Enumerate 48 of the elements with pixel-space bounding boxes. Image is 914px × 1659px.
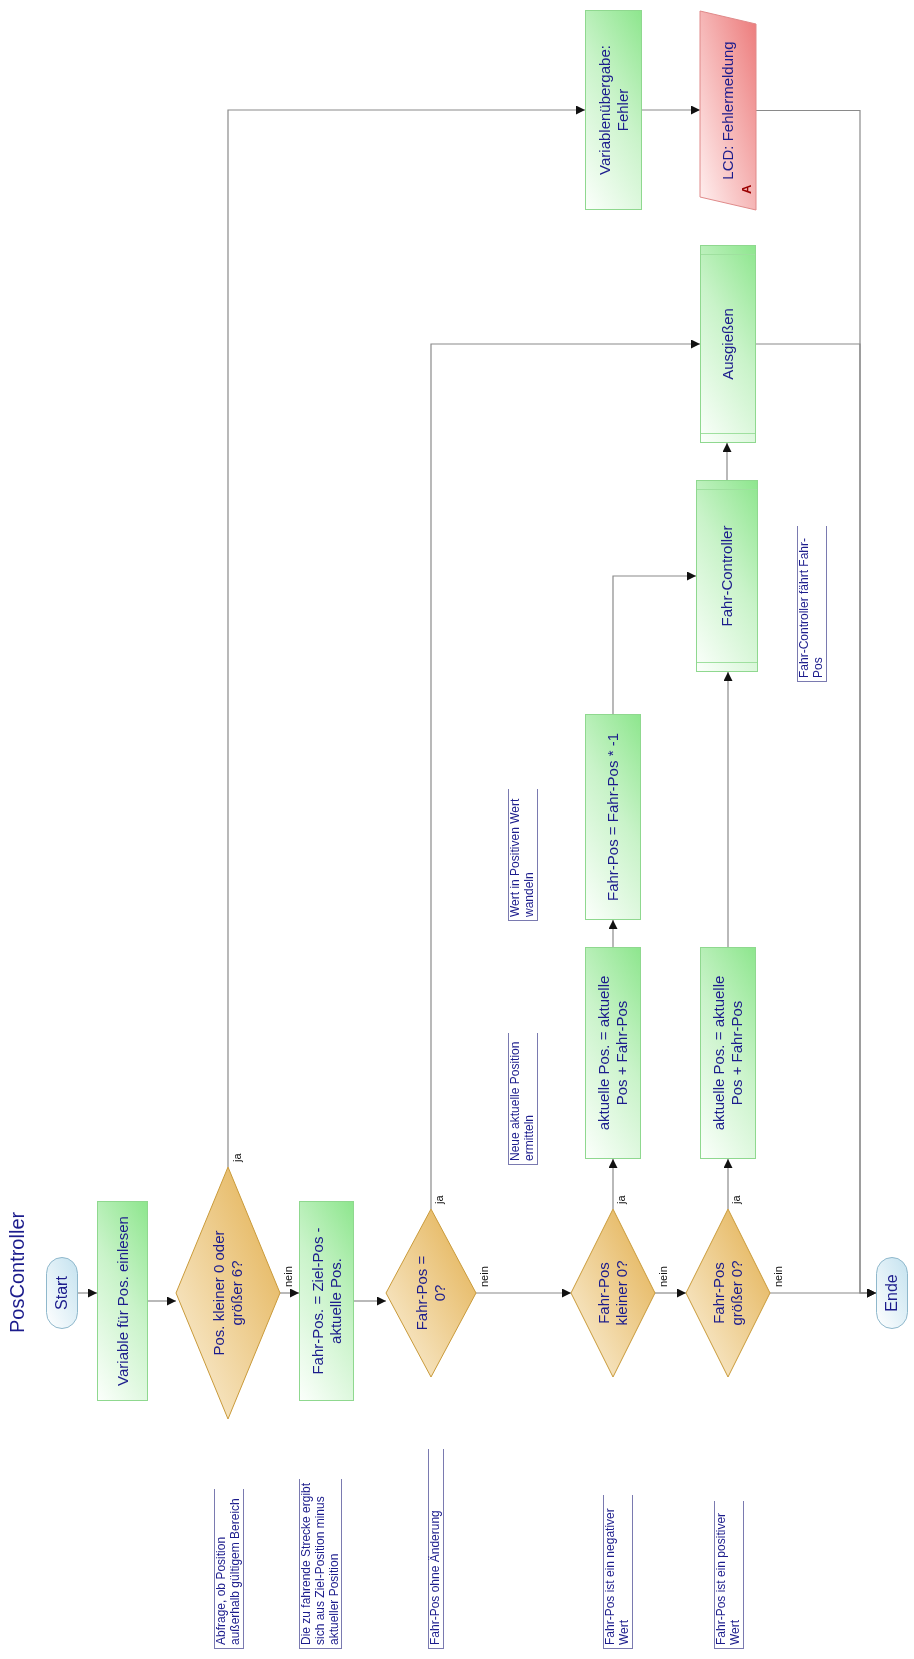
output-parallelogram: LCD: Fehlermeldung A	[700, 11, 756, 210]
arrow	[227, 105, 586, 1168]
subprocess-box: Fahr-Controller	[696, 480, 758, 672]
decision-diamond: Pos. kleiner 0 oder größer 6?	[176, 1167, 280, 1419]
process-box: Variablenübergabe: Fehler	[585, 10, 642, 210]
comment-note: Fahr-Controller fährt Fahr-Pos	[797, 526, 827, 682]
arrow	[612, 571, 697, 715]
process-box: Fahr-Pos. = Ziel-Pos - aktuelle Pos.	[299, 1201, 354, 1401]
process-box: Fahr-Pos = Fahr-Pos * -1	[585, 714, 641, 920]
edge-label: nein	[658, 1266, 669, 1287]
arrow	[147, 1296, 177, 1306]
arrow	[77, 1288, 98, 1298]
edge-label: ja	[616, 1195, 627, 1204]
arrow	[608, 1158, 618, 1210]
arrow	[475, 1288, 572, 1298]
comment-note: Abfrage, ob Position außerhalb gültigem Bereich	[214, 1489, 244, 1649]
process-box: aktuelle Pos. = aktuelle Pos + Fahr-Pos	[700, 947, 756, 1159]
edge-label: ja	[434, 1195, 445, 1204]
diagram-title: PosController	[6, 1211, 29, 1333]
arrow	[654, 1288, 687, 1298]
terminator-pill: Start	[46, 1257, 78, 1329]
arrow	[430, 339, 701, 1210]
process-box: Variable für Pos. einlesen	[97, 1201, 148, 1401]
edge-label: ja	[232, 1153, 243, 1162]
decision-diamond: Fahr-Pos kleiner 0?	[571, 1209, 655, 1377]
comment-note: Fahr-Pos ist ein positiver Wert	[714, 1501, 744, 1649]
comment-note: Neue aktuelle Position ermitteln	[508, 1033, 538, 1165]
arrow	[608, 919, 618, 948]
comment-note: Fahr-Pos ohne Änderung	[428, 1449, 444, 1649]
arrow	[722, 442, 732, 481]
comment-note: Fahr-Pos ist ein negativer Wert	[603, 1495, 633, 1649]
comment-note: Die zu fahrende Strecke ergibt sich aus Ziel-Position minus aktueller Position	[299, 1479, 343, 1649]
arrow	[723, 671, 733, 948]
arrow	[641, 105, 701, 115]
terminator-pill: Ende	[876, 1257, 908, 1329]
edge-label: nein	[773, 1266, 784, 1287]
arrow	[723, 1158, 733, 1210]
comment-note: Wert in Positiven Wert wandeln	[508, 789, 538, 921]
edge-label: nein	[283, 1266, 294, 1287]
process-box: aktuelle Pos. = aktuelle Pos + Fahr-Pos	[585, 947, 641, 1159]
arrow	[353, 1296, 387, 1306]
arrow	[279, 1288, 300, 1298]
edge-label: ja	[731, 1195, 742, 1204]
decision-diamond: Fahr-Pos größer 0?	[686, 1209, 770, 1377]
subprocess-box: Ausgießen	[700, 245, 756, 443]
decision-diamond: Fahr-Pos = 0?	[386, 1209, 476, 1377]
edge-label: nein	[479, 1266, 490, 1287]
arrow	[755, 109, 877, 1298]
